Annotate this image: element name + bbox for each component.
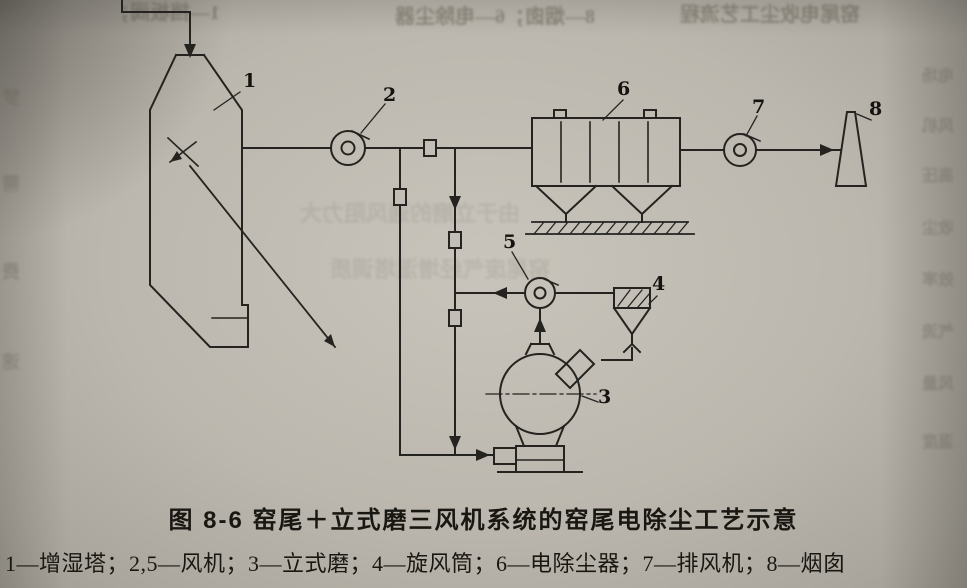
fan-2 (330, 129, 371, 166)
component-label-8: 8 (869, 98, 883, 120)
electrostatic-precipitator (531, 109, 681, 223)
inlet-duct (121, 0, 196, 58)
humidifying-tower (149, 53, 337, 349)
chimney-8 (834, 111, 868, 187)
component-label-2: 2 (383, 84, 397, 106)
label-leader-lines (213, 91, 872, 403)
component-label-6: 6 (617, 78, 631, 100)
figure-caption: 图 8-6 窑尾＋立式磨三风机系统的窑尾电除尘工艺示意 (168, 507, 799, 534)
vertical-mill-3 (485, 342, 597, 473)
ducts (241, 147, 841, 456)
fan-5 (524, 277, 560, 309)
component-label-3: 3 (598, 386, 612, 408)
component-label-7: 7 (752, 96, 766, 118)
component-label-5: 5 (503, 231, 517, 253)
cyclone-4 (601, 287, 652, 361)
component-label-4: 4 (652, 273, 666, 295)
exhaust-fan-7 (723, 132, 762, 167)
flow-arrows (449, 144, 834, 461)
figure-legend: 1—增湿塔；2,5—风机；3—立式磨；4—旋风筒；6—电除尘器；7—排风机；8—… (5, 551, 846, 576)
component-label-1: 1 (243, 70, 257, 92)
foundation-hatch (525, 221, 695, 235)
damper-valves (393, 139, 462, 327)
